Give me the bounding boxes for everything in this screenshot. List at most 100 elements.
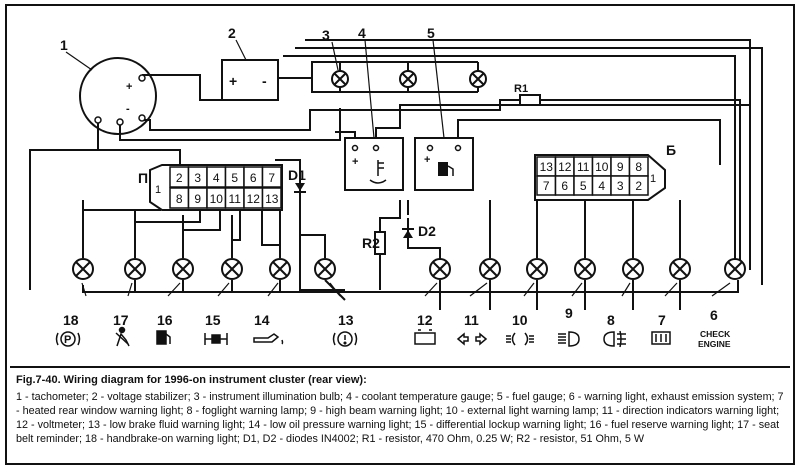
connector-right-pin-label: 13 xyxy=(540,160,554,174)
tacho-plus: + xyxy=(126,81,132,93)
d2-diode: D2 xyxy=(402,223,436,239)
connector-left-pin-label: 2 xyxy=(176,171,183,185)
connector-left-label: П xyxy=(138,170,148,186)
connector-left-pin-label: 3 xyxy=(194,171,201,185)
component-number-7: 7 xyxy=(658,312,666,328)
voltage-stabilizer: + - xyxy=(221,59,279,101)
tacho-minus: - xyxy=(126,103,130,115)
caption-text: 1 - tachometer; 2 - voltage stabilizer; … xyxy=(16,391,784,445)
connector-right-pin-label: 10 xyxy=(595,160,609,174)
r1-resistor xyxy=(519,94,541,106)
warning-lamp xyxy=(269,258,291,280)
component-number-2: 2 xyxy=(228,25,236,41)
component-number-6: 6 xyxy=(710,307,718,323)
connector-left-cell xyxy=(261,187,282,209)
component-number-12: 12 xyxy=(417,312,433,328)
warning-lamp xyxy=(72,258,94,280)
fuel-pump-icon xyxy=(438,162,454,176)
d1-label: D1 xyxy=(288,167,306,183)
connector-left-pin-label: 9 xyxy=(194,192,201,206)
oil-pressure-icon xyxy=(253,333,284,345)
connector-right-cell xyxy=(628,175,649,196)
connector-right-label: Б xyxy=(666,142,676,158)
warning-lamp xyxy=(479,258,501,280)
fuel-reserve-icon xyxy=(156,330,171,345)
stabilizer-plus: + xyxy=(229,73,237,89)
check-engine-line2: ENGINE xyxy=(698,339,731,349)
connector-left-pin-label: 7 xyxy=(268,171,275,185)
battery-icon xyxy=(414,329,436,345)
caption-title: Fig.7-40. Wiring diagram for 1996-on ins… xyxy=(16,374,367,386)
connector-left-pin-label: 4 xyxy=(213,171,220,185)
turn-signal-icon xyxy=(456,332,488,346)
r1-label: R1 xyxy=(514,83,528,95)
differential-lock-icon xyxy=(204,333,228,345)
connector-left-pin-label: 12 xyxy=(247,192,261,206)
coolant-gauge-plus: + xyxy=(352,156,358,168)
component-number-3: 3 xyxy=(322,27,330,43)
connector-left-pin-label: 13 xyxy=(265,192,279,206)
warning-lamp xyxy=(221,258,243,280)
connector-left-pin-label: 11 xyxy=(229,192,242,206)
connector-right-pin-label: 2 xyxy=(635,179,642,193)
foglight-icon xyxy=(603,330,626,348)
connector-right-key: 1 xyxy=(650,173,656,185)
check-engine-line1: CHECK xyxy=(700,329,731,339)
thermometer-icon xyxy=(369,160,387,184)
warning-lamp xyxy=(669,258,691,280)
brake-fluid-icon xyxy=(332,331,358,347)
svg-text:P: P xyxy=(64,334,71,346)
leader-lines xyxy=(65,39,731,297)
connector-right-pin-label: 12 xyxy=(558,160,572,174)
seatbelt-icon xyxy=(115,326,130,347)
component-number-8: 8 xyxy=(607,312,615,328)
warning-lamp xyxy=(124,258,146,280)
connector-left-pin-label: 6 xyxy=(250,171,257,185)
lamp-symbols: P xyxy=(55,326,671,348)
component-number-11: 11 xyxy=(464,312,479,328)
connector-left-pin-label: 5 xyxy=(231,171,238,185)
warning-lamps xyxy=(72,258,746,280)
component-number-9: 9 xyxy=(565,305,573,321)
connector-left-pin-label: 10 xyxy=(210,192,224,206)
component-number-1: 1 xyxy=(60,37,68,53)
connector-left-key: 1 xyxy=(155,184,161,196)
external-light-icon xyxy=(506,332,534,346)
connector-left-cell xyxy=(261,166,282,188)
warning-lamp xyxy=(172,258,194,280)
coolant-temperature-gauge: + xyxy=(344,137,404,191)
connector-right-pin-label: 11 xyxy=(577,160,590,174)
tachometer: + - xyxy=(79,57,157,135)
component-number-5: 5 xyxy=(427,25,435,41)
component-number-14: 14 xyxy=(254,312,270,328)
warning-lamp xyxy=(724,258,746,280)
connector-right-pin-label: 3 xyxy=(617,179,624,193)
warning-lamp xyxy=(314,258,336,280)
connector-right-pin-label: 5 xyxy=(580,179,587,193)
connector-right-pin-label: 8 xyxy=(635,160,642,174)
connector-right-pin-label: 4 xyxy=(598,179,605,193)
fuel-gauge-plus: + xyxy=(424,154,430,166)
component-number-18: 18 xyxy=(63,312,79,328)
r2-label: R2 xyxy=(362,235,380,251)
connector-right-pin-label: 9 xyxy=(617,160,624,174)
connector-right-pin-label: 6 xyxy=(561,179,568,193)
heated-rear-window-icon xyxy=(651,331,671,345)
component-number-4: 4 xyxy=(358,25,366,41)
figure-caption: Fig.7-40. Wiring diagram for 1996-on ins… xyxy=(10,366,790,461)
warning-lamp xyxy=(429,258,451,280)
component-number-17: 17 xyxy=(113,312,129,328)
component-number-16: 16 xyxy=(157,312,173,328)
wires xyxy=(29,39,763,310)
warning-lamp xyxy=(574,258,596,280)
r2-resistor: R2 xyxy=(362,231,386,255)
high-beam-icon xyxy=(558,331,580,347)
d2-label: D2 xyxy=(418,223,436,239)
handbrake-icon: P xyxy=(55,331,81,347)
connector-right-pin-label: 7 xyxy=(543,179,550,193)
